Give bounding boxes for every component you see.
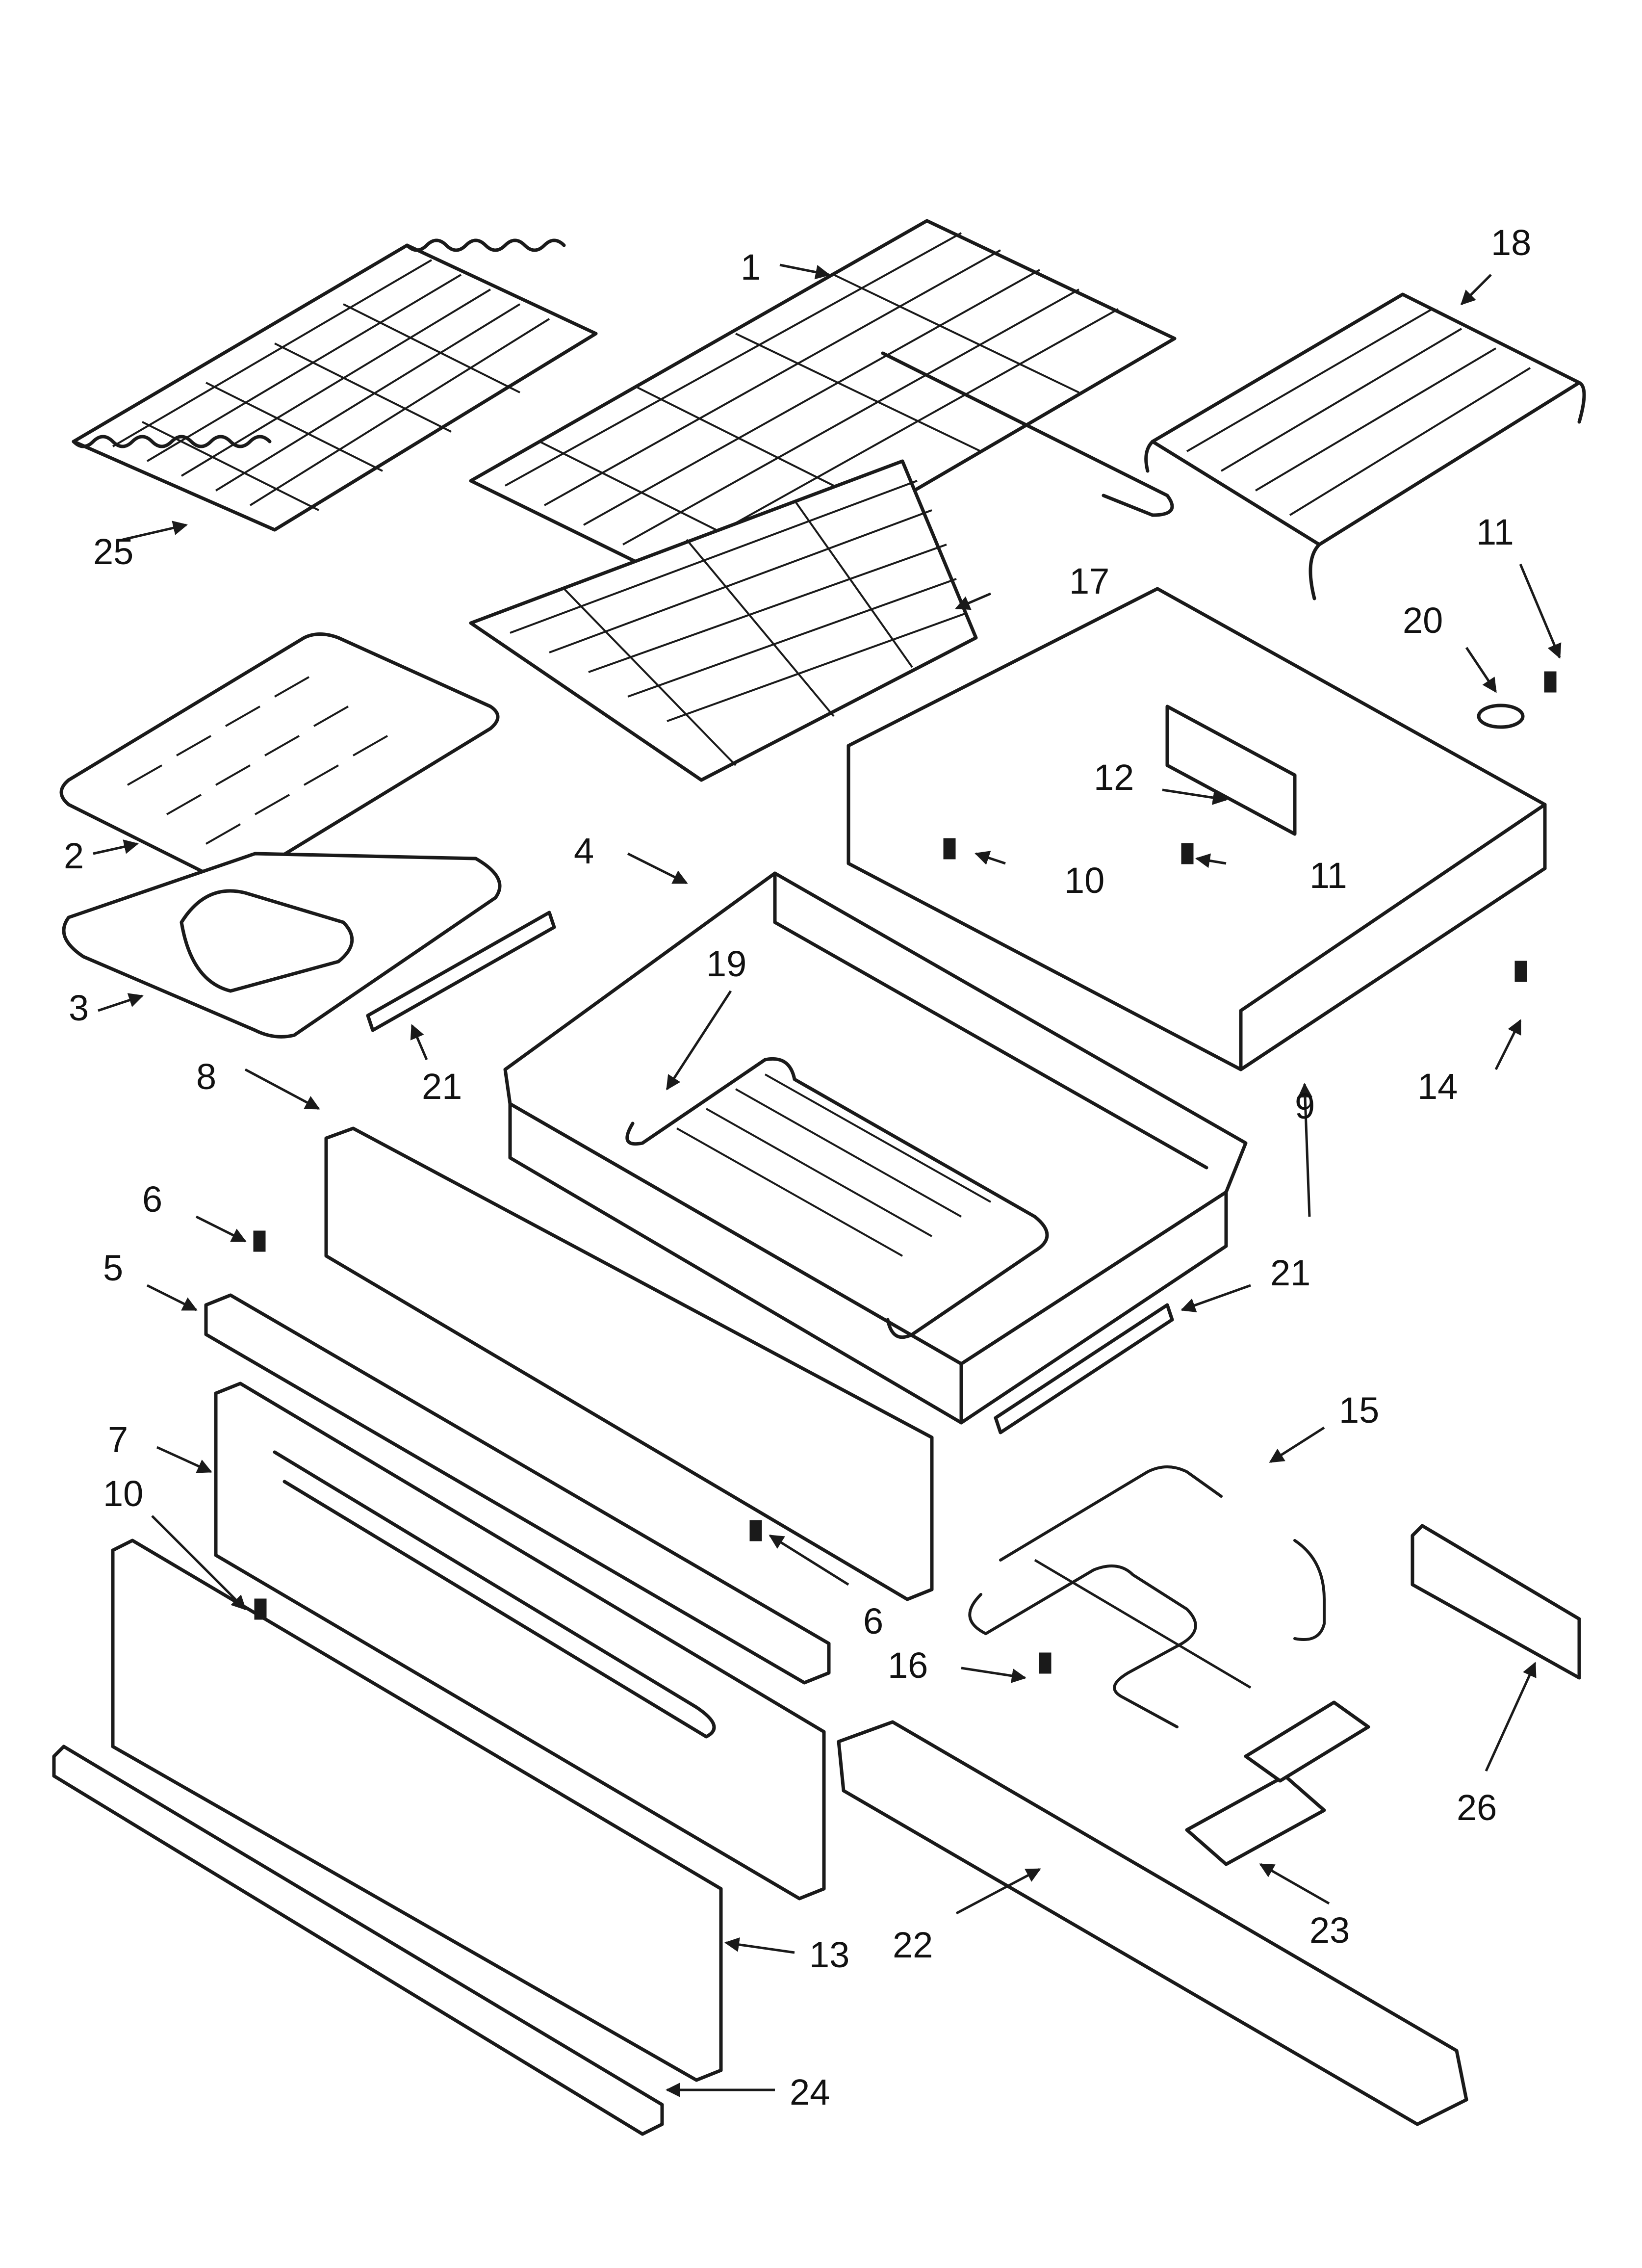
bake-element [968,1465,1326,1728]
callout-19: 19 [706,943,746,984]
callout-21-left: 21 [422,1066,462,1107]
leader-lines [93,263,1562,2097]
slide-rail-left [366,911,556,1032]
callout-18: 18 [1491,222,1531,263]
callout-12: 12 [1094,757,1134,798]
cover [1185,1700,1370,1866]
callout-11-top: 11 [1476,512,1514,552]
drawer-housing [847,587,1547,1071]
callout-6-bottom: 6 [863,1601,883,1642]
callout-8: 8 [196,1056,216,1097]
kick-plate [52,1745,664,2136]
broiler-pan [62,852,502,1039]
callout-10-bottom: 10 [103,1473,143,1514]
screws [253,671,1557,1674]
callout-23: 23 [1309,1910,1350,1951]
callout-13: 13 [809,1934,849,1975]
door-trim [204,1293,831,1685]
drawer-rack [625,1057,1049,1339]
callout-5: 5 [103,1248,123,1288]
small-rack [1144,292,1586,600]
bracket [1411,1524,1581,1680]
callout-21-right: 21 [1270,1252,1310,1293]
callout-20: 20 [1403,600,1443,641]
wavy-grid-rack [72,238,598,532]
callout-labels: 1 18 25 17 11 20 2 3 12 4 10 11 19 21 8 … [64,222,1531,2112]
callout-9: 9 [1295,1086,1315,1126]
lower-trim [837,1720,1468,2126]
callout-1: 1 [741,247,761,287]
outer-panel [111,1538,723,2082]
slide-rail-right [994,1303,1174,1434]
callout-2: 2 [64,835,84,876]
callout-10-top: 10 [1064,860,1104,901]
callout-3: 3 [69,988,89,1028]
callout-6-top: 6 [142,1179,162,1220]
callout-11-mid: 11 [1309,855,1347,896]
callout-26: 26 [1457,1787,1497,1828]
drawer-door [214,1382,826,1901]
back-panel [324,1126,934,1601]
broiler-grid [59,632,500,884]
drawer [503,871,1248,1425]
callout-16: 16 [888,1645,928,1686]
callout-4: 4 [574,831,594,871]
callout-14: 14 [1417,1066,1458,1107]
callout-17: 17 [1069,561,1109,601]
callout-24: 24 [790,2072,830,2112]
second-oven-rack [469,459,978,782]
callout-7: 7 [108,1419,128,1460]
callout-25: 25 [93,531,133,572]
callout-22: 22 [893,1925,933,1965]
callout-15: 15 [1339,1390,1379,1431]
